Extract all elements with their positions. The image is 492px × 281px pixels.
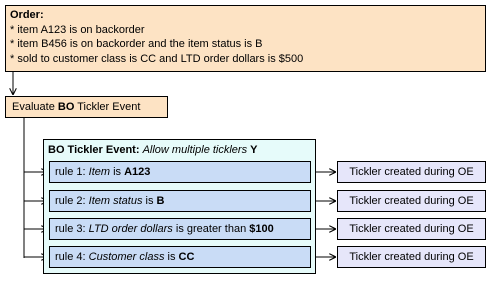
rule-value: A123	[124, 166, 151, 178]
order-line: * sold to customer class is CC and LTD o…	[10, 52, 304, 65]
rule-criterion: Customer class	[88, 251, 165, 263]
rule-criterion: Item	[88, 166, 111, 178]
tickler-created-box-3: Tickler created during OE	[337, 218, 486, 240]
rule-operator: is greater than	[172, 223, 250, 235]
rule-prefix: rule 4:	[55, 251, 89, 263]
order-title: Order:	[10, 9, 44, 21]
rule-4-box: rule 4: Customer class is CC	[49, 246, 311, 268]
rule-value: $100	[249, 223, 274, 235]
order-line: * item B456 is on backorder and the item…	[10, 38, 263, 50]
rule-criterion: LTD order dollars	[88, 223, 173, 235]
bo-event-title-value: Y	[250, 144, 258, 156]
rule-operator: is	[164, 251, 179, 263]
rule-operator: is	[142, 195, 157, 207]
tickler-created-box-1: Tickler created during OE	[337, 161, 486, 183]
rule-value: CC	[178, 251, 195, 263]
rule-1-box: rule 1: Item is A123	[49, 161, 311, 183]
rule-3-box: rule 3: LTD order dollars is greater tha…	[49, 218, 311, 240]
rule-value: B	[156, 195, 165, 207]
evaluate-bo-tickler-event-box: Evaluate BO Tickler Event	[5, 96, 168, 118]
rule-prefix: rule 3:	[55, 223, 89, 235]
rule-criterion: Item status	[88, 195, 143, 207]
rule-prefix: rule 1:	[55, 166, 89, 178]
evaluate-prefix: Evaluate	[12, 101, 58, 113]
tickler-created-box-4: Tickler created during OE	[337, 246, 486, 268]
evaluate-bold: BO	[57, 101, 75, 113]
tickler-created-box-2: Tickler created during OE	[337, 190, 486, 212]
rule-operator: is	[110, 166, 125, 178]
order-line: * item A123 is on backorder	[10, 23, 145, 36]
bo-event-title-italic: Allow multiple ticklers	[142, 144, 248, 156]
evaluate-suffix: Tickler Event	[74, 101, 141, 113]
rule-prefix: rule 2:	[55, 195, 89, 207]
bo-tickler-event-title: BO Tickler Event: Allow multiple tickler…	[48, 143, 258, 157]
order-box: Order: * item A123 is on backorder * ite…	[5, 5, 486, 72]
bo-event-title-bold: BO Tickler Event:	[48, 144, 140, 156]
rule-2-box: rule 2: Item status is B	[49, 190, 311, 212]
